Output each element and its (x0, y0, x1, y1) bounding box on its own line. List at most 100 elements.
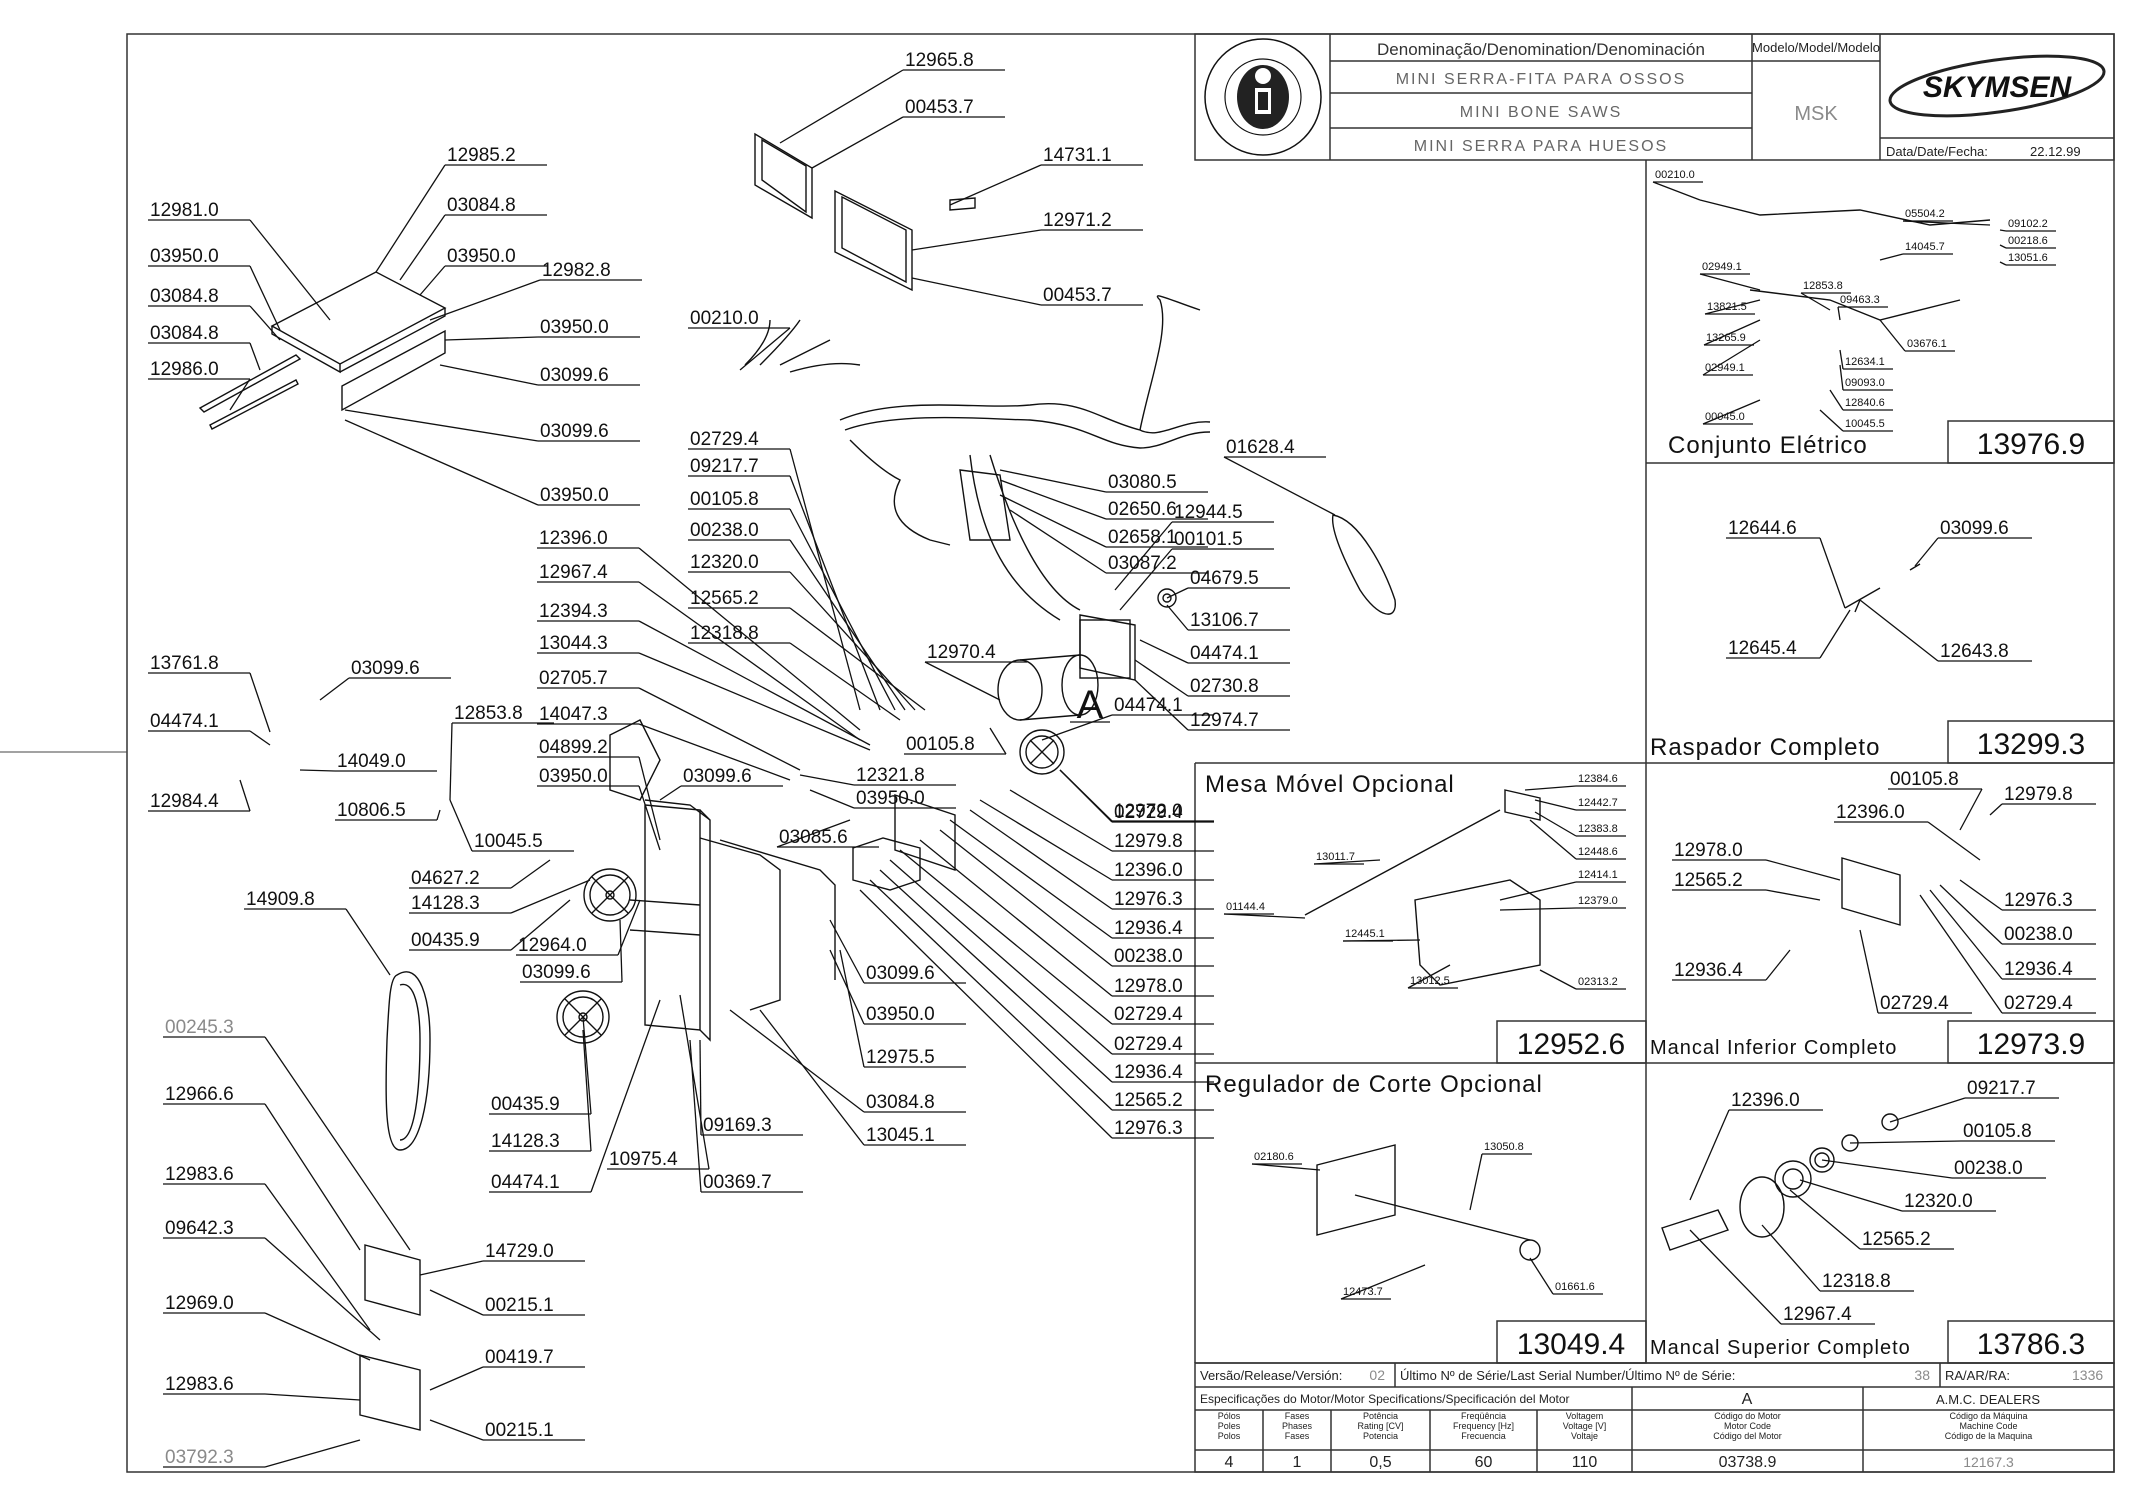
motor-spec-value: 1 (1293, 1454, 1302, 1471)
part-number-label: 02949.1 (1705, 362, 1745, 374)
part-number-label: 00453.7 (1043, 285, 1112, 306)
leader-line (729, 1009, 865, 1113)
leader-line (510, 859, 551, 889)
part-number-label: 02729.4 (2004, 993, 2073, 1014)
part-number-label: 00101.5 (1174, 529, 1243, 550)
part-number-label: 12643.8 (1940, 641, 2009, 662)
part-number-label: 04627.2 (411, 868, 480, 889)
part-number-label: 12965.8 (905, 50, 974, 71)
part-number-label: 00435.9 (491, 1094, 560, 1115)
table-code: 12952.6 (1517, 1028, 1625, 1061)
leader-line (1859, 929, 1879, 1014)
part-number-label: 13821.5 (1707, 301, 1747, 313)
leader-line (789, 607, 926, 711)
part-number-label: 12396.0 (539, 528, 608, 549)
leader-line (319, 677, 350, 701)
scraper-code: 13299.3 (1977, 728, 2085, 761)
part-number-label: 02729.4 (1114, 1034, 1183, 1055)
leader-line (638, 723, 791, 781)
part-number-label: 12321.8 (856, 765, 925, 786)
leader-line (1139, 639, 1189, 664)
part-number-label: 09169.3 (703, 1115, 772, 1136)
lower-bearing-code: 12973.9 (1977, 1028, 2085, 1061)
part-number-label: 12982.8 (542, 260, 611, 281)
ra-label: RA/AR/RA: (1945, 1368, 2010, 1383)
leader-line (449, 799, 473, 852)
part-number-label: 14047.3 (539, 704, 608, 725)
part-number-label: 10975.4 (609, 1149, 678, 1170)
leader-line (1652, 181, 1701, 201)
part-number-label: 12565.2 (1862, 1229, 1931, 1250)
part-number-label: 12383.8 (1578, 823, 1618, 835)
subassembly-frames (1194, 160, 2115, 1364)
part-number-label: 03950.0 (447, 246, 516, 267)
leader-line (1959, 788, 1983, 831)
leader-line (638, 547, 861, 731)
part-number-label: 12565.2 (1674, 870, 1743, 891)
leader-line (229, 378, 251, 411)
part-number-label: 00369.7 (703, 1172, 772, 1193)
dealers-label: A.M.C. DEALERS (1936, 1392, 2040, 1407)
motor-spec-label: Voltage [V] (1563, 1421, 1607, 1431)
leader-line (1765, 859, 1841, 881)
part-number-label: 12967.4 (539, 562, 608, 583)
table-title: Mesa Móvel Opcional (1205, 771, 1455, 798)
part-number-label: 12853.8 (454, 703, 523, 724)
leader-line (1059, 769, 1113, 822)
part-number-label: 13045.1 (866, 1125, 935, 1146)
part-number-label: 02729.4 (1114, 1004, 1183, 1025)
ra-value: 1336 (2072, 1367, 2103, 1383)
part-number-label: 10045.5 (1845, 418, 1885, 430)
leader-line (949, 164, 1042, 206)
leader-line (429, 279, 541, 321)
motor-spec-label: Frequency [Hz] (1453, 1421, 1514, 1431)
part-number-label: 00238.0 (1114, 946, 1183, 967)
part-number-label: 12972.0 (1114, 801, 1183, 822)
leader-line (1689, 1229, 1782, 1325)
leader-line (879, 869, 1113, 1083)
part-number-label: 04474.1 (150, 711, 219, 732)
part-number-label: 00210.0 (1655, 169, 1695, 181)
part-number-label: 00238.0 (690, 520, 759, 541)
part-number-label: 10045.5 (474, 831, 543, 852)
denomination-header: Denominação/Denomination/Denominación (1377, 40, 1705, 59)
leader-line (1761, 1224, 1821, 1292)
part-drawings (198, 132, 1991, 1431)
motor-spec-label: Código do Motor (1714, 1411, 1781, 1421)
motor-spec-label: Voltaje (1571, 1431, 1598, 1441)
leader-line (299, 769, 336, 772)
part-number-label: 03099.6 (1940, 518, 2009, 539)
leader-line (582, 1016, 592, 1115)
part-number-label: 12983.6 (165, 1374, 234, 1395)
leader-line (1041, 714, 1113, 741)
leader-line (344, 419, 539, 506)
upper-bearing-code: 13786.3 (1977, 1328, 2085, 1361)
leader-line (1499, 881, 1577, 901)
leader-line (1702, 339, 1761, 376)
part-number-label: 03950.0 (150, 246, 219, 267)
part-number-label: 00215.1 (485, 1295, 554, 1316)
leader-line (1989, 803, 2003, 816)
leader-line (264, 1439, 361, 1468)
leader-line (1534, 811, 1577, 837)
leader-line (439, 364, 539, 386)
leader-line (1524, 785, 1577, 791)
leader-line (1999, 261, 2007, 266)
part-number-label: 12394.3 (539, 601, 608, 622)
part-number-label: 03950.0 (856, 788, 925, 809)
part-number-label: 04474.1 (1190, 643, 1259, 664)
part-number-label: 13265.9 (1706, 332, 1746, 344)
leader-line (924, 661, 1001, 701)
leader-line (739, 327, 791, 371)
leader-line (1699, 273, 1761, 291)
part-number-label: 00105.8 (1963, 1121, 2032, 1142)
leader-line (1829, 389, 1844, 411)
part-number-label: 12970.4 (927, 642, 996, 663)
leader-line (1819, 609, 1851, 659)
part-number-label: 03087.2 (1108, 553, 1177, 574)
leader-line (1499, 907, 1577, 911)
part-number-label: 00245.3 (165, 1017, 234, 1038)
part-number-label: 09642.3 (165, 1218, 234, 1239)
part-number-label: 04679.5 (1190, 568, 1259, 589)
